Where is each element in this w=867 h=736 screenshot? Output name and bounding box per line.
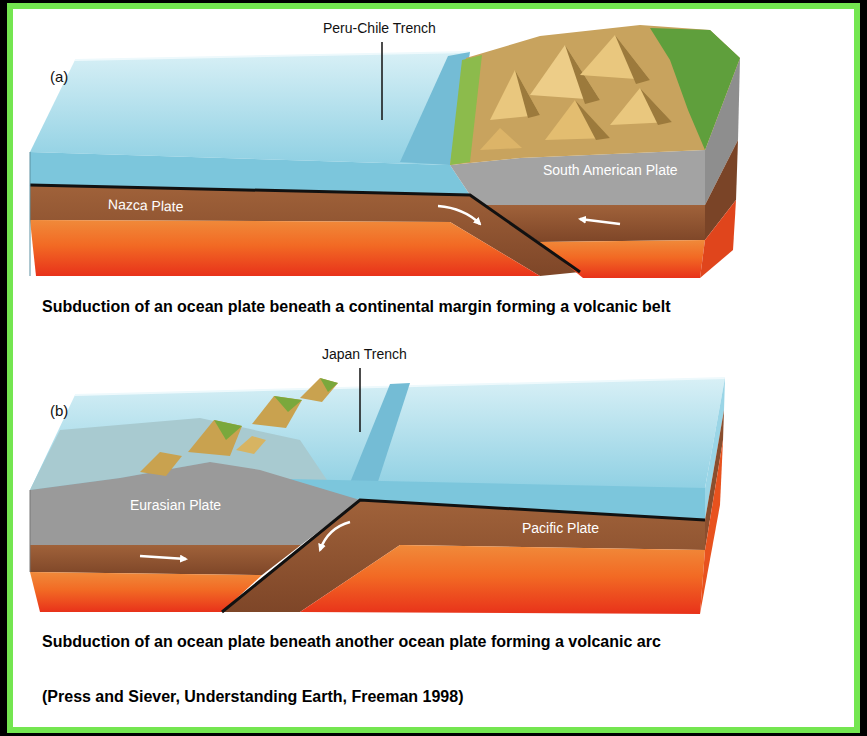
plate-label: South American Plate (543, 162, 678, 178)
source-note: (Press and Siever, Understanding Earth, … (42, 688, 464, 706)
panel-letter: (b) (50, 402, 68, 419)
figure-caption: Subduction of an ocean plate beneath ano… (42, 633, 661, 651)
panel-a-block (30, 25, 740, 278)
plate-label: Nazca Plate (108, 196, 184, 215)
plate-label: Eurasian Plate (130, 497, 221, 513)
panel-b-block (30, 368, 725, 614)
figure-caption: Subduction of an ocean plate beneath a c… (42, 298, 671, 316)
panel-letter: (a) (50, 68, 68, 85)
trench-label: Japan Trench (322, 346, 407, 362)
plate-label: Pacific Plate (522, 520, 599, 536)
trench-label: Peru-Chile Trench (323, 20, 436, 36)
